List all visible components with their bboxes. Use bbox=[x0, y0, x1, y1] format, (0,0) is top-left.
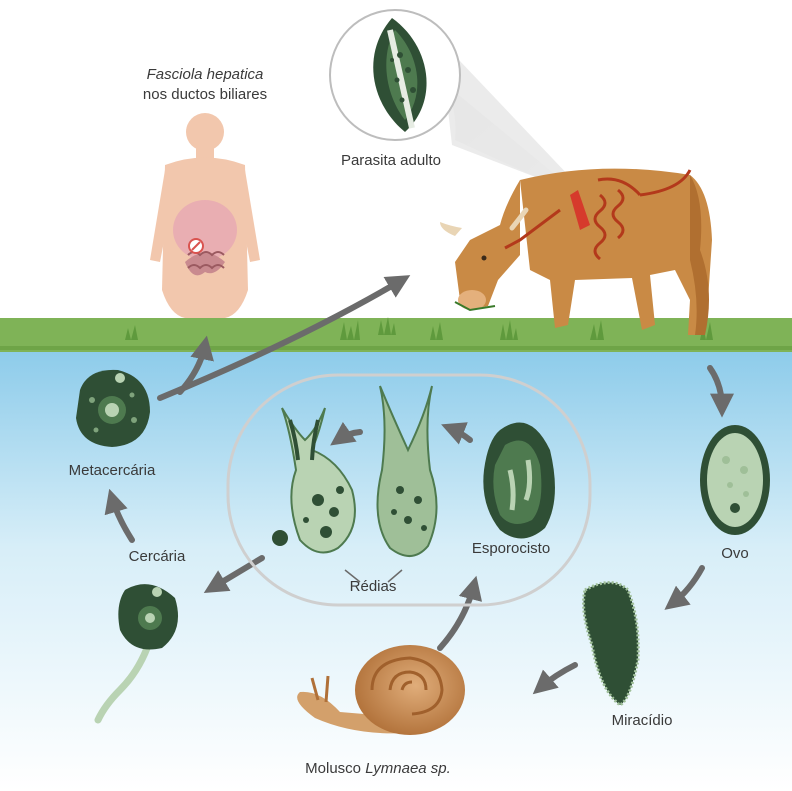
label-human-line1: Fasciola hepatica bbox=[146, 66, 264, 83]
arrow-cow-to-egg bbox=[707, 365, 734, 418]
grass-tufts-icon bbox=[125, 317, 713, 340]
arrow-cercaria-to-metacercaria bbox=[104, 488, 135, 543]
snail-stages-box bbox=[226, 373, 592, 607]
adult-fluke-icon bbox=[329, 9, 461, 141]
arrow-snail-to-sporocyst bbox=[437, 575, 483, 651]
cercaria-icon bbox=[94, 584, 179, 724]
cow-icon bbox=[440, 168, 712, 335]
sporocyst-icon bbox=[483, 422, 555, 539]
cycle-arrows bbox=[104, 275, 734, 695]
label-metacercaria: Metacercária bbox=[68, 462, 156, 479]
human-figure-icon bbox=[150, 113, 260, 318]
snail-icon bbox=[297, 645, 465, 735]
miracidium-icon bbox=[582, 581, 640, 707]
label-redias: Rédias bbox=[349, 578, 397, 595]
metacercaria-icon bbox=[76, 369, 150, 447]
arrow-redia-to-redia bbox=[330, 421, 363, 446]
label-cercaria: Cercária bbox=[128, 548, 186, 565]
redia-icon-2 bbox=[376, 385, 438, 557]
arrow-redia-to-cercaria bbox=[203, 555, 265, 593]
arrow-metacercaria-to-human bbox=[177, 335, 214, 395]
grass-strip-edge bbox=[0, 346, 792, 350]
label-adult: Parasita adulto bbox=[340, 152, 442, 169]
egg-icon bbox=[700, 425, 770, 535]
label-miracidio: Miracídio bbox=[611, 712, 673, 729]
arrow-egg-to-miracidium bbox=[664, 565, 705, 610]
label-ovo: Ovo bbox=[721, 545, 749, 562]
label-molusco: Molusco Lymnaea sp. bbox=[305, 760, 451, 777]
arrow-miracidium-to-snail bbox=[532, 662, 578, 695]
label-esporocisto: Esporocisto bbox=[471, 540, 551, 557]
redia-icon-1 bbox=[272, 407, 356, 554]
arrow-sporocyst-to-redia bbox=[441, 422, 473, 445]
arrow-metacercaria-to-cow bbox=[157, 275, 411, 401]
label-human-line2: nos ductos biliares bbox=[142, 86, 268, 103]
